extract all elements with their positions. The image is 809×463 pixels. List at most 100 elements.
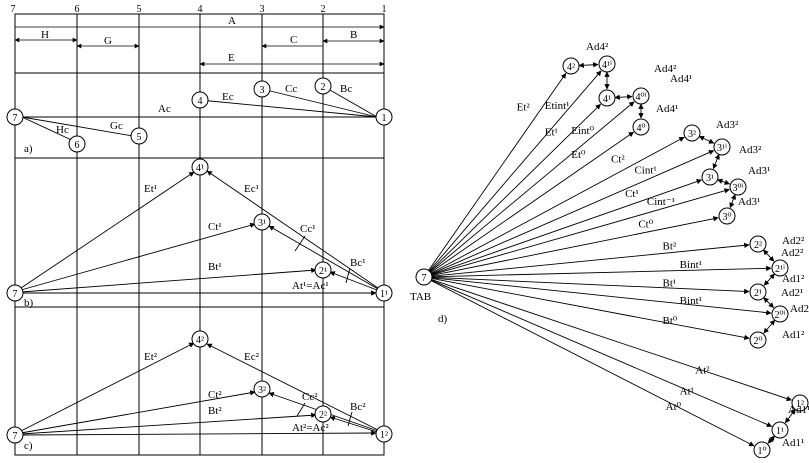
fan-node-label: 4¹ⁱ: [602, 60, 612, 71]
axis-number: 7: [11, 4, 16, 15]
adjust-label: Ad1¹: [782, 437, 804, 449]
axis-number: 6: [75, 4, 80, 15]
edge-label-Bc: Bc¹: [350, 257, 366, 269]
fan-ray-label: Cint⁻¹: [647, 196, 675, 208]
fan-ray-label: Ct¹: [625, 188, 639, 200]
fan-ray: [431, 265, 772, 278]
fan-node-label: 2⁰ⁱ: [774, 310, 785, 321]
adjust-label: Ad1²: [782, 329, 805, 341]
axis-number: 2: [321, 4, 326, 15]
node-4-1: 4¹: [196, 163, 204, 174]
edge-label-Cc: Cc: [285, 83, 297, 95]
edge-label-Ec: Ec²: [244, 351, 260, 363]
chain-link: [712, 153, 720, 170]
node-4-2: 4²: [196, 335, 204, 346]
fan-ray: [431, 150, 715, 275]
fan-ray: [431, 179, 703, 275]
adjust-label: Ad3¹: [738, 196, 760, 208]
adjust-label: Ad4²: [586, 41, 609, 53]
edge-label-A: At¹=Ac¹: [292, 280, 329, 292]
chain-link: [614, 94, 633, 100]
fan-node: [683, 124, 701, 142]
fan-ray-label: Bt⁰: [663, 315, 678, 327]
edge-label-Bt: Bt¹: [208, 261, 222, 273]
fan-node-label: 2¹: [754, 288, 762, 299]
fan-ray: [431, 242, 750, 277]
fan-ray: [430, 280, 755, 447]
dim-H: H: [41, 29, 49, 41]
fan-ray: [428, 70, 602, 272]
fan-node-label: 3⁰ⁱ: [732, 183, 743, 194]
fan-ray-label: Et²: [517, 101, 531, 113]
adjust-label: Ad2²: [781, 247, 804, 259]
fan-ray-label: Et⁰: [571, 149, 586, 161]
fan-node-label: 3¹: [706, 173, 714, 184]
adjust-label: Ad1¹: [788, 404, 809, 416]
axis-number: 1: [382, 4, 387, 15]
fan-node: [749, 331, 767, 349]
fan-ray-label: Bint¹: [680, 259, 702, 271]
fan-ray: [431, 278, 750, 341]
panel-c: 7 4² 3² 2² 1² Et² Ec² Ct² Cc² Bt² Bc² At…: [6, 330, 393, 452]
fan-ray: [429, 103, 601, 272]
fan-node: [598, 89, 616, 107]
dim-G: G: [104, 35, 112, 47]
chain-link: [698, 135, 715, 144]
fan-node: [771, 421, 789, 439]
adjust-label: Ad2²: [782, 235, 805, 247]
fan-node-label: 4²: [567, 62, 575, 73]
dim-E: E: [228, 52, 235, 64]
dim-C: C: [290, 34, 297, 46]
node-2-2: 2²: [319, 410, 327, 421]
fan-ray: [431, 279, 773, 428]
fan-node-label: 2⁰: [753, 336, 762, 347]
edge-label-Ct: Ct²: [208, 389, 222, 401]
adjust-label: Ad4¹: [656, 103, 678, 115]
edge-label-Ec: Ec: [222, 91, 234, 103]
chain-link: [729, 193, 736, 209]
edge-label-Bc: Bc: [340, 83, 352, 95]
axis-numbers: 7 6 5 4 3 2 1: [11, 4, 387, 15]
node-7: 7: [13, 113, 18, 124]
edge-label-Bc: Bc²: [350, 401, 366, 413]
fan-node: [771, 305, 789, 323]
fan-node-label: 3²: [688, 129, 696, 140]
root-node: 7: [422, 273, 427, 284]
fan-node: [632, 87, 650, 105]
chain-link: [763, 249, 775, 262]
panel-a: 7 6 5 4 3 2 1 Ac Ec Cc Bc Gc Hc a): [6, 77, 393, 155]
panel-tag-b: b): [24, 297, 34, 309]
fan-ray-label: Bt¹: [663, 278, 677, 290]
fan-node-label: 2¹ⁱ: [775, 264, 785, 275]
node-7: 7: [13, 289, 18, 300]
fan-ray-label: Bt²: [663, 240, 677, 252]
fan-node-label: 4¹: [603, 94, 611, 105]
fan-node: [598, 55, 616, 73]
edge-label-Et: Et¹: [144, 183, 157, 195]
node-3-1: 3¹: [258, 218, 266, 229]
fan-ray: [431, 188, 730, 276]
fan-ray-label: Cint¹: [634, 165, 656, 177]
adjust-label: Ad4¹: [670, 73, 692, 85]
chain-link: [578, 62, 599, 68]
fan-ray: [430, 131, 635, 273]
edge-label-Et: Et²: [144, 351, 158, 363]
adjust-label: Ad4²: [654, 63, 677, 75]
node-2-1: 2¹: [319, 266, 327, 277]
node-1-2: 1²: [380, 430, 388, 441]
fan-node-label: 4⁰ⁱ: [635, 92, 646, 103]
panel-tag-c: c): [24, 440, 33, 452]
fan-node: [713, 138, 731, 156]
fan-node-label: 1¹: [776, 426, 784, 437]
fan-ray-label: Bint¹: [680, 295, 702, 307]
dimension-lines: [14, 24, 385, 67]
fan-ray: [430, 136, 685, 274]
chain-link: [763, 273, 775, 286]
fan-node: [771, 259, 789, 277]
fan-ray-label: Etint¹: [545, 100, 570, 112]
chain-link: [763, 297, 775, 309]
edge-label-Bt: Bt²: [208, 405, 222, 417]
axis-number: 5: [137, 4, 142, 15]
fan-node: [632, 118, 650, 136]
